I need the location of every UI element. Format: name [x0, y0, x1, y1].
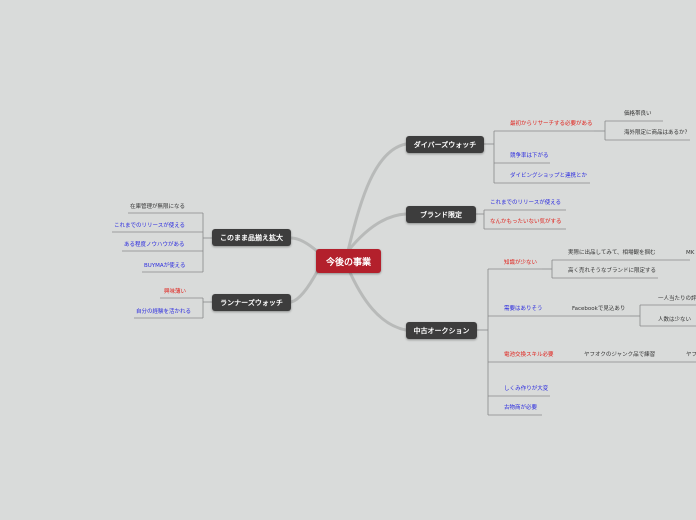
central-topic[interactable]: 今後の事業 — [316, 249, 381, 273]
subtopic-sellable-brand[interactable]: 高く売れそうなブランドに限定する — [568, 268, 657, 274]
topic-runners-watch[interactable]: ランナーズウォッチ — [212, 294, 291, 311]
subtopic-one-person[interactable]: 一人当たりの評 — [658, 296, 696, 302]
subtopic-brand-reuse[interactable]: これまでのリリースが使える — [490, 200, 562, 206]
subtopic-mk[interactable]: MK — [686, 250, 695, 256]
subtopic-yahoo-junk[interactable]: ヤフオクのジャンク品で練習 — [584, 352, 656, 358]
subtopic-few-people[interactable]: 人数は少ない — [658, 317, 692, 323]
subtopic-license[interactable]: 古物商が必要 — [504, 405, 538, 411]
topic-brand-limited[interactable]: ブランド限定 — [406, 206, 476, 223]
topic-used-auction[interactable]: 中古オークション — [406, 322, 477, 339]
subtopic-research-needed[interactable]: 最初からリサーチする必要がある — [510, 121, 593, 127]
subtopic-competition[interactable]: 競争率は下がる — [510, 153, 549, 159]
subtopic-experience[interactable]: 自分の経験を活かれる — [136, 309, 192, 315]
link-expand — [289, 236, 320, 254]
subtopic-overseas-limited[interactable]: 海外限定に商品はあるか？ — [624, 130, 691, 136]
link-runner — [289, 268, 320, 304]
topic-divers-watch[interactable]: ダイバーズウォッチ — [406, 136, 484, 153]
subtopic-yahoo-cut[interactable]: ヤフ — [686, 352, 696, 358]
link-brand — [346, 212, 408, 253]
subtopic-try-listing[interactable]: 実際に出品してみて、相場観を掴む — [568, 250, 656, 256]
subtopic-facebook[interactable]: Facebookで見込あり — [572, 306, 626, 312]
subtopic-popularity[interactable]: 価格帯良い — [624, 111, 652, 117]
subtopic-expand-reuse[interactable]: これまでのリリースが使える — [114, 223, 186, 229]
link-divers — [346, 142, 408, 253]
subtopic-brand-waste[interactable]: なんかもったいない気がする — [490, 219, 562, 225]
topic-expand-lineup[interactable]: このまま品揃え拡大 — [212, 229, 291, 246]
subtopic-dive-shop[interactable]: ダイビングショップと連携とか — [510, 173, 588, 179]
subtopic-interest[interactable]: 興味薄い — [164, 289, 187, 295]
subtopic-knowhow[interactable]: ある程度ノウハウがある — [124, 242, 185, 248]
subtopic-inventory[interactable]: 在庫管理が無限になる — [130, 204, 186, 210]
link-used — [346, 266, 408, 332]
subtopic-demand[interactable]: 需要はありそう — [504, 306, 543, 312]
subtopic-repair-skill[interactable]: 電池交換スキル必要 — [504, 352, 554, 358]
subtopic-tough[interactable]: しくみ作りが大変 — [504, 386, 549, 392]
subtopic-buyma[interactable]: BUYMAが使える — [144, 263, 186, 269]
subtopic-knowledge-lacking[interactable]: 知識が少ない — [504, 260, 538, 266]
